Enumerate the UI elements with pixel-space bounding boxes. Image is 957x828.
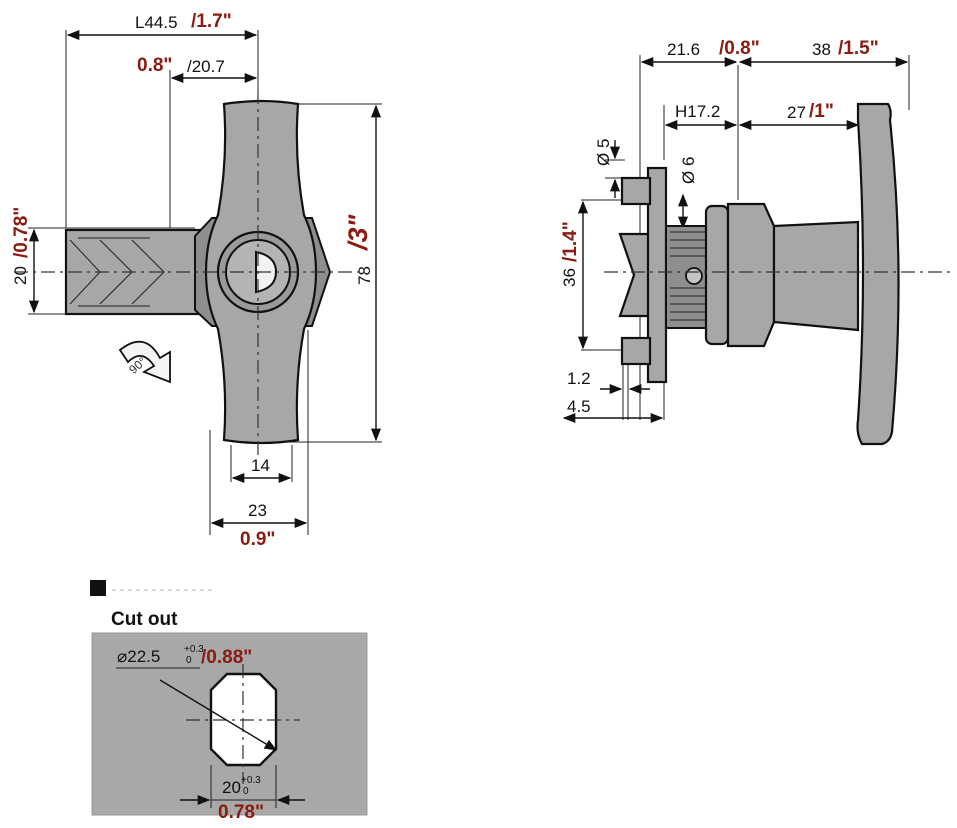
cutout-diameter-tol: +0.3 <box>184 644 204 655</box>
cutout-section: Cut out ⌀22.5 +0.3 0 /0.88" 20 +0.3 0 0.… <box>90 580 368 823</box>
handle-shank <box>772 220 860 332</box>
front-length-in: /1.7" <box>191 11 232 32</box>
height-mm: 78 <box>355 266 374 285</box>
plate-mm: 1.2 <box>567 369 591 388</box>
plate-total-mm: 4.5 <box>567 397 591 416</box>
cutout-title: Cut out <box>111 609 178 630</box>
side-depth-in: /0.8" <box>719 38 760 59</box>
side-total-in: /1.5" <box>838 38 879 59</box>
body-height: H17.2 <box>675 102 720 121</box>
side-total-mm: 38 <box>812 40 831 59</box>
offset-mm: /20.7 <box>187 57 225 76</box>
front-length-mm: L44.5 <box>135 13 178 32</box>
cutout-diameter-tol2: 0 <box>186 655 192 666</box>
grip-in: /1" <box>809 101 834 122</box>
section-marker-icon <box>90 580 106 596</box>
height-in: /3" <box>343 213 373 251</box>
width-mm: 20 <box>11 266 30 285</box>
cutout-flat-in: 0.78" <box>218 802 264 823</box>
cutout-diameter-in: /0.88" <box>201 647 252 668</box>
side-height-mm: 36 <box>560 268 579 287</box>
offset-in: 0.8" <box>137 55 172 76</box>
cutout-flat-tol2: 0 <box>243 786 249 797</box>
lock-nut <box>704 204 730 346</box>
inner-width-mm: 14 <box>251 456 270 475</box>
width-in: /0.78" <box>11 207 32 258</box>
top-bolt <box>620 176 652 206</box>
handle-grip <box>856 102 900 446</box>
side-cam <box>618 232 652 318</box>
cutout-diameter: ⌀22.5 <box>117 647 160 666</box>
dia-5: Ø 5 <box>594 139 613 166</box>
bezel <box>726 202 776 348</box>
bottom-bolt <box>620 336 652 366</box>
side-height-in: /1.4" <box>560 221 581 262</box>
retaining-pin <box>685 267 703 285</box>
front-view: L44.5 /1.7" 0.8" /20.7 20 /0.78" 78 /3" … <box>11 11 382 550</box>
dia-6: Ø 6 <box>679 157 698 184</box>
handle-width-in: 0.9" <box>240 529 275 550</box>
rotation-arrow-icon: 90° <box>118 340 171 384</box>
cutout-flat-mm: 20 <box>222 778 241 797</box>
handle-width-mm: 23 <box>248 501 267 520</box>
cutout-flat-tol: +0.3 <box>241 775 261 786</box>
side-depth-mm: 21.6 <box>667 40 700 59</box>
grip-mm: 27 <box>787 103 806 122</box>
side-view: 21.6 /0.8" 38 /1.5" H17.2 27 /1" Ø 5 Ø 6… <box>560 38 952 446</box>
